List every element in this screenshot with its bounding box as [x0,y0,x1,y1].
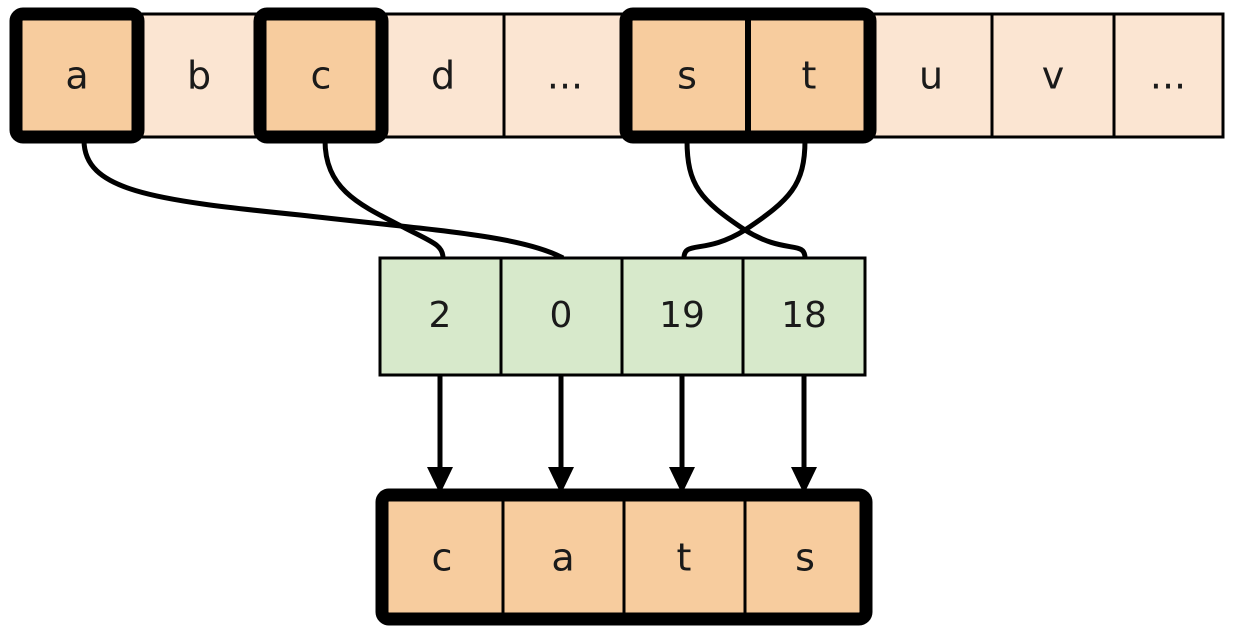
alphabet-highlight-c [253,7,389,144]
arrow-head-2 [669,467,695,494]
index-cell-value-3: 18 [781,295,827,336]
result-row-outline [375,488,873,626]
index-cell-value-0: 2 [429,295,452,336]
connector-curves [81,139,808,261]
alphabet-cell-label-2: c [311,54,332,98]
result-row: c a t s [375,488,873,626]
arrow-head-1 [548,467,574,494]
alphabet-cell-label-3: d [431,54,455,98]
index-cell-value-2: 19 [659,295,705,336]
connector-t-to-19 [681,139,808,259]
arrow-head-0 [427,467,453,494]
alphabet-cell-9[interactable] [1112,12,1225,139]
index-to-result-arrows [427,375,817,494]
index-cell-2[interactable] [620,256,745,377]
result-cell-label-1: a [551,536,574,580]
alphabet-cell-1[interactable] [136,12,262,139]
alphabet-cell-label-0: a [65,54,88,98]
alphabet-highlight-st [619,7,877,144]
result-cell-0[interactable] [380,493,505,621]
index-cell-1[interactable] [499,256,624,377]
alphabet-highlight-a [9,7,145,144]
alphabet-cell-label-4: ... [547,54,583,98]
alphabet-row: a b c d ... s t u v ... [9,7,1225,144]
connector-c-to-2 [322,139,446,259]
alphabet-cell-4[interactable] [502,12,628,139]
alphabet-cell-label-9: ... [1150,54,1186,98]
result-cell-label-2: t [677,536,692,580]
index-cell-value-1: 0 [550,295,573,336]
index-row: 2 0 19 18 [378,256,867,377]
connector-a-to-0 [81,139,565,261]
alphabet-cell-label-5: s [677,54,697,98]
alphabet-cell-label-6: t [802,54,817,98]
result-cell-label-0: c [432,536,453,580]
arrow-head-3 [791,467,817,494]
result-cell-label-3: s [795,536,815,580]
index-cell-3[interactable] [741,256,867,377]
alphabet-cell-label-1: b [187,54,211,98]
result-cell-1[interactable] [501,493,626,621]
alphabet-cell-label-7: u [919,54,943,98]
alphabet-cell-8[interactable] [990,12,1116,139]
alphabet-cell-label-8: v [1042,54,1065,98]
